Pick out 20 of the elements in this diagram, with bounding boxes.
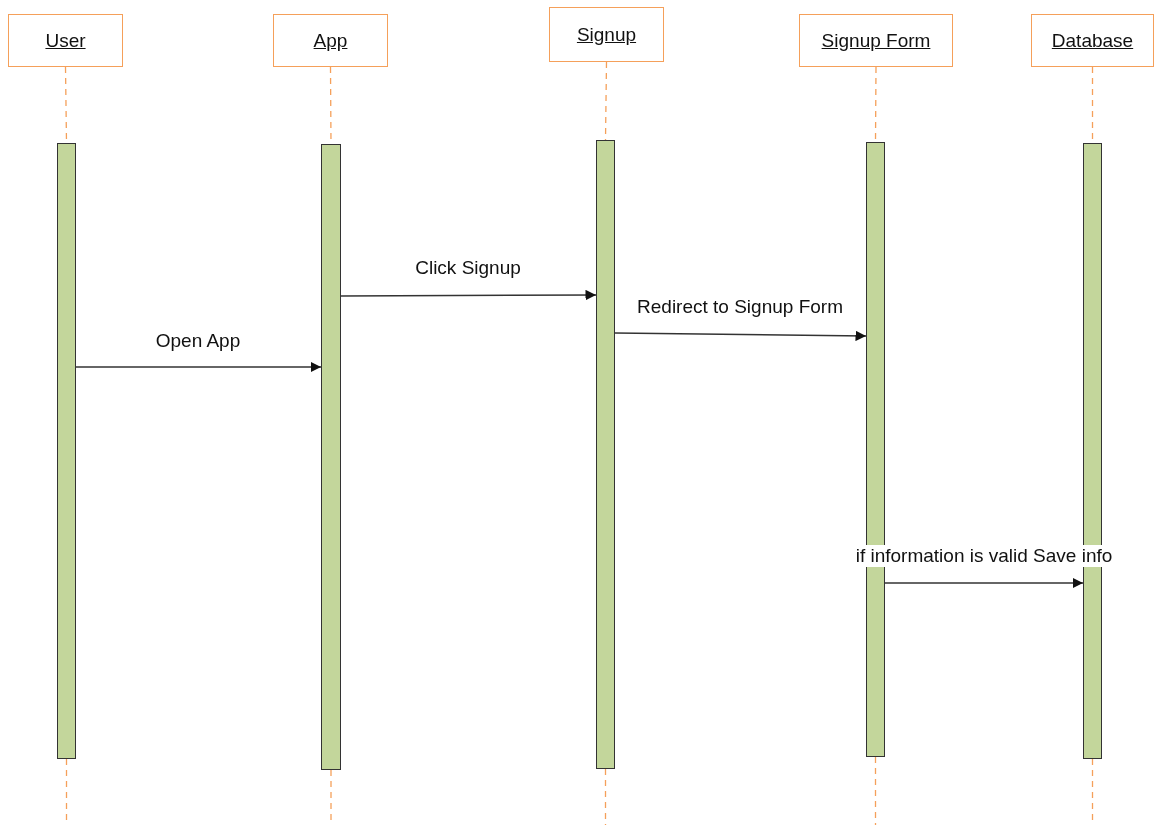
message-arrow (75, 361, 322, 373)
message-label: if information is valid Save info (854, 545, 1114, 567)
activation-bar (57, 143, 76, 759)
participant-box (1031, 14, 1154, 67)
participant-name: User (45, 29, 86, 52)
participant-box (8, 14, 123, 67)
participant-box (799, 14, 953, 67)
lifeline (604, 768, 607, 825)
participant-name: App (313, 29, 348, 52)
participant-name: Signup Form (821, 29, 931, 52)
activation-bar (596, 140, 615, 769)
message-arrow (614, 330, 867, 342)
participant-name: Database (1051, 29, 1134, 52)
participant-box (273, 14, 388, 67)
message-arrow (340, 289, 597, 301)
participant-name: Signup (576, 23, 637, 46)
lifeline (874, 756, 877, 825)
participant-box (549, 7, 664, 62)
message-arrow (884, 577, 1084, 589)
activation-bar (321, 144, 341, 770)
